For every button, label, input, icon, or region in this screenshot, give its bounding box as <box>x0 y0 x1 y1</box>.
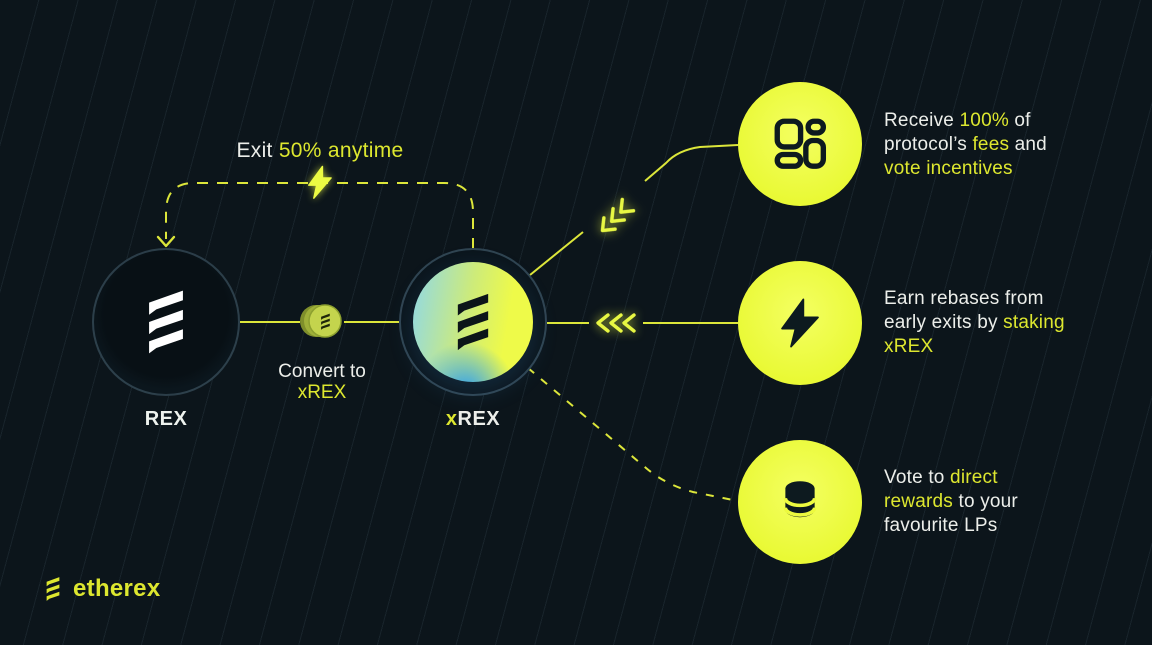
text-segment: Receive <box>884 110 960 131</box>
coins-stack-icon <box>783 481 817 518</box>
text-line: early exits by staking <box>884 311 1134 335</box>
text-line: favourite LPs <box>884 514 1134 538</box>
text-segment: vote incentives <box>884 158 1013 179</box>
text-segment: early exits by <box>884 312 1004 333</box>
text-segment: x <box>445 408 458 430</box>
text-segment: favourite LPs <box>884 515 998 536</box>
text-segment: Earn rebases from <box>884 288 1044 309</box>
benefit-staking-text: Earn rebases from early exits by staking… <box>884 287 1134 359</box>
xrex-node <box>399 248 547 396</box>
text-line: xREX <box>884 335 1134 359</box>
chevrons-horizontal-icon <box>596 313 636 333</box>
etherex-mark-icon <box>457 293 489 351</box>
text-segment: 100% <box>959 110 1009 131</box>
staking-circle <box>738 261 862 385</box>
brand-wordmark: etherex <box>73 575 161 602</box>
text-segment: fees <box>972 134 1010 155</box>
etherex-logo: etherex <box>42 574 160 604</box>
vote-connector-line <box>527 367 739 502</box>
text-segment: rewards <box>884 491 953 512</box>
rex-coin-icon <box>292 296 352 351</box>
benefit-vote-text: Vote to direct rewards to your favourite… <box>884 466 1134 538</box>
text-segment: Vote to <box>884 467 951 488</box>
text-segment: of <box>1008 110 1031 131</box>
text-line: Convert to <box>278 361 366 382</box>
lightning-icon <box>781 298 819 348</box>
text-segment: staking <box>1003 312 1065 333</box>
fees-circle <box>738 82 862 206</box>
etherex-mark-icon <box>149 290 183 354</box>
text-segment: xREX <box>884 336 934 357</box>
loop-arrowhead-icon <box>156 235 176 248</box>
text-segment: protocol’s <box>884 134 973 155</box>
grid-icon <box>774 118 827 169</box>
rex-node <box>92 248 240 396</box>
exit-loop-line <box>165 182 474 249</box>
chevrons-diagonal-icon <box>600 197 636 233</box>
fees-connector-line <box>529 144 739 276</box>
xrex-gradient-circle <box>413 262 533 382</box>
convert-label: Convert to xREX <box>242 361 402 403</box>
text-segment: REX <box>457 408 501 430</box>
exit-anytime-label: Exit 50% anytime <box>160 139 480 163</box>
text-line: Earn rebases from <box>884 287 1134 311</box>
rex-label: REX <box>144 408 188 430</box>
xrex-label: xREX <box>399 408 547 431</box>
text-line: protocol’s fees and <box>884 133 1134 157</box>
text-segment: 50% anytime <box>278 139 404 162</box>
vote-circle <box>738 440 862 564</box>
text-line: rewards to your <box>884 490 1134 514</box>
text-segment: and <box>1009 134 1047 155</box>
lightning-icon <box>308 165 332 199</box>
text-line: xREX <box>297 382 347 403</box>
text-line: Vote to direct <box>884 466 1134 490</box>
text-segment: direct <box>950 467 998 488</box>
text-segment: to your <box>952 491 1018 512</box>
text-line: Receive 100% of <box>884 109 1134 133</box>
text-line: vote incentives <box>884 157 1134 181</box>
benefit-fees-text: Receive 100% of protocol’s fees and vote… <box>884 109 1134 181</box>
etherex-mark-icon <box>46 577 60 601</box>
text-segment: Exit <box>236 139 279 162</box>
